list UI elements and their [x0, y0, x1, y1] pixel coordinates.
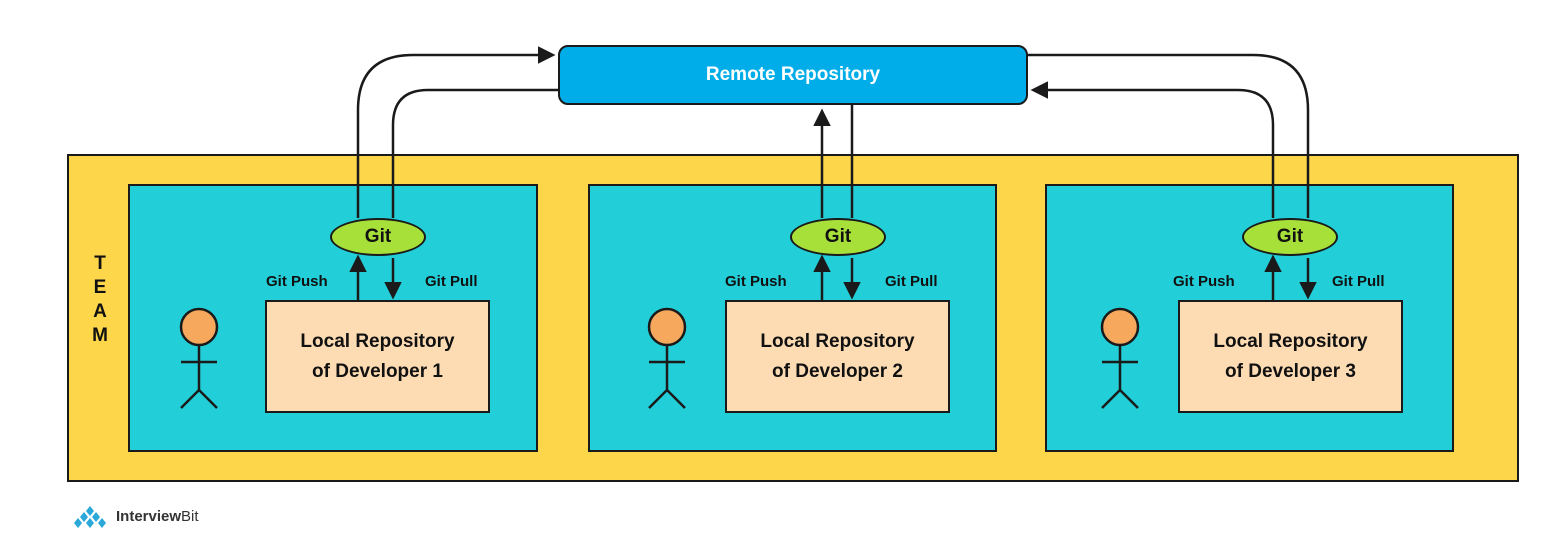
remote-repository-box: Remote Repository [558, 45, 1028, 105]
git-node-3: Git [1242, 218, 1338, 256]
local-repository-line1: Local Repository [300, 330, 455, 352]
brand-name: InterviewBit [116, 508, 199, 525]
git-push-label-3: Git Push [1173, 273, 1235, 290]
local-repository-line2: of Developer 3 [1225, 360, 1356, 382]
team-label-letter: E [93, 277, 107, 298]
dev1-pull-from-remote-line [391, 88, 558, 218]
interviewbit-logo-icon [74, 506, 106, 528]
git-pull-label-2: Git Pull [885, 273, 938, 290]
local-repository-3: Local Repository of Developer 3 [1178, 300, 1403, 413]
dev1-push-to-remote-arrow [356, 46, 556, 218]
team-label-letter: T [94, 253, 106, 274]
team-label-letter: M [92, 325, 108, 346]
local-repository-line1: Local Repository [1213, 330, 1368, 352]
dev3-push-to-remote-arrow [1030, 81, 1275, 218]
local-repository-line2: of Developer 1 [312, 360, 443, 382]
person-icon [1100, 307, 1140, 409]
local-repository-line1: Local Repository [760, 330, 915, 352]
git-push-label-1: Git Push [266, 273, 328, 290]
person-icon [647, 307, 687, 409]
brand-logo: InterviewBit [68, 504, 199, 528]
local-repository-1: Local Repository of Developer 1 [265, 300, 490, 413]
git-label: Git [824, 226, 852, 247]
git-pull-label-3: Git Pull [1332, 273, 1385, 290]
local-repository-2: Local Repository of Developer 2 [725, 300, 950, 413]
brand-name-part2: Bit [181, 507, 199, 525]
git-push-label-2: Git Push [725, 273, 787, 290]
team-label-letter: A [93, 301, 107, 322]
person-icon [179, 307, 219, 409]
git-node-2: Git [790, 218, 886, 256]
git-pull-label-1: Git Pull [425, 273, 478, 290]
brand-name-part1: Interview [116, 507, 182, 525]
dev3-pull-from-remote-line [1028, 53, 1310, 218]
git-label: Git [364, 226, 392, 247]
local-repository-line2: of Developer 2 [772, 360, 903, 382]
git-node-1: Git [330, 218, 426, 256]
git-label: Git [1276, 226, 1304, 247]
remote-repository-label: Remote Repository [705, 64, 881, 85]
